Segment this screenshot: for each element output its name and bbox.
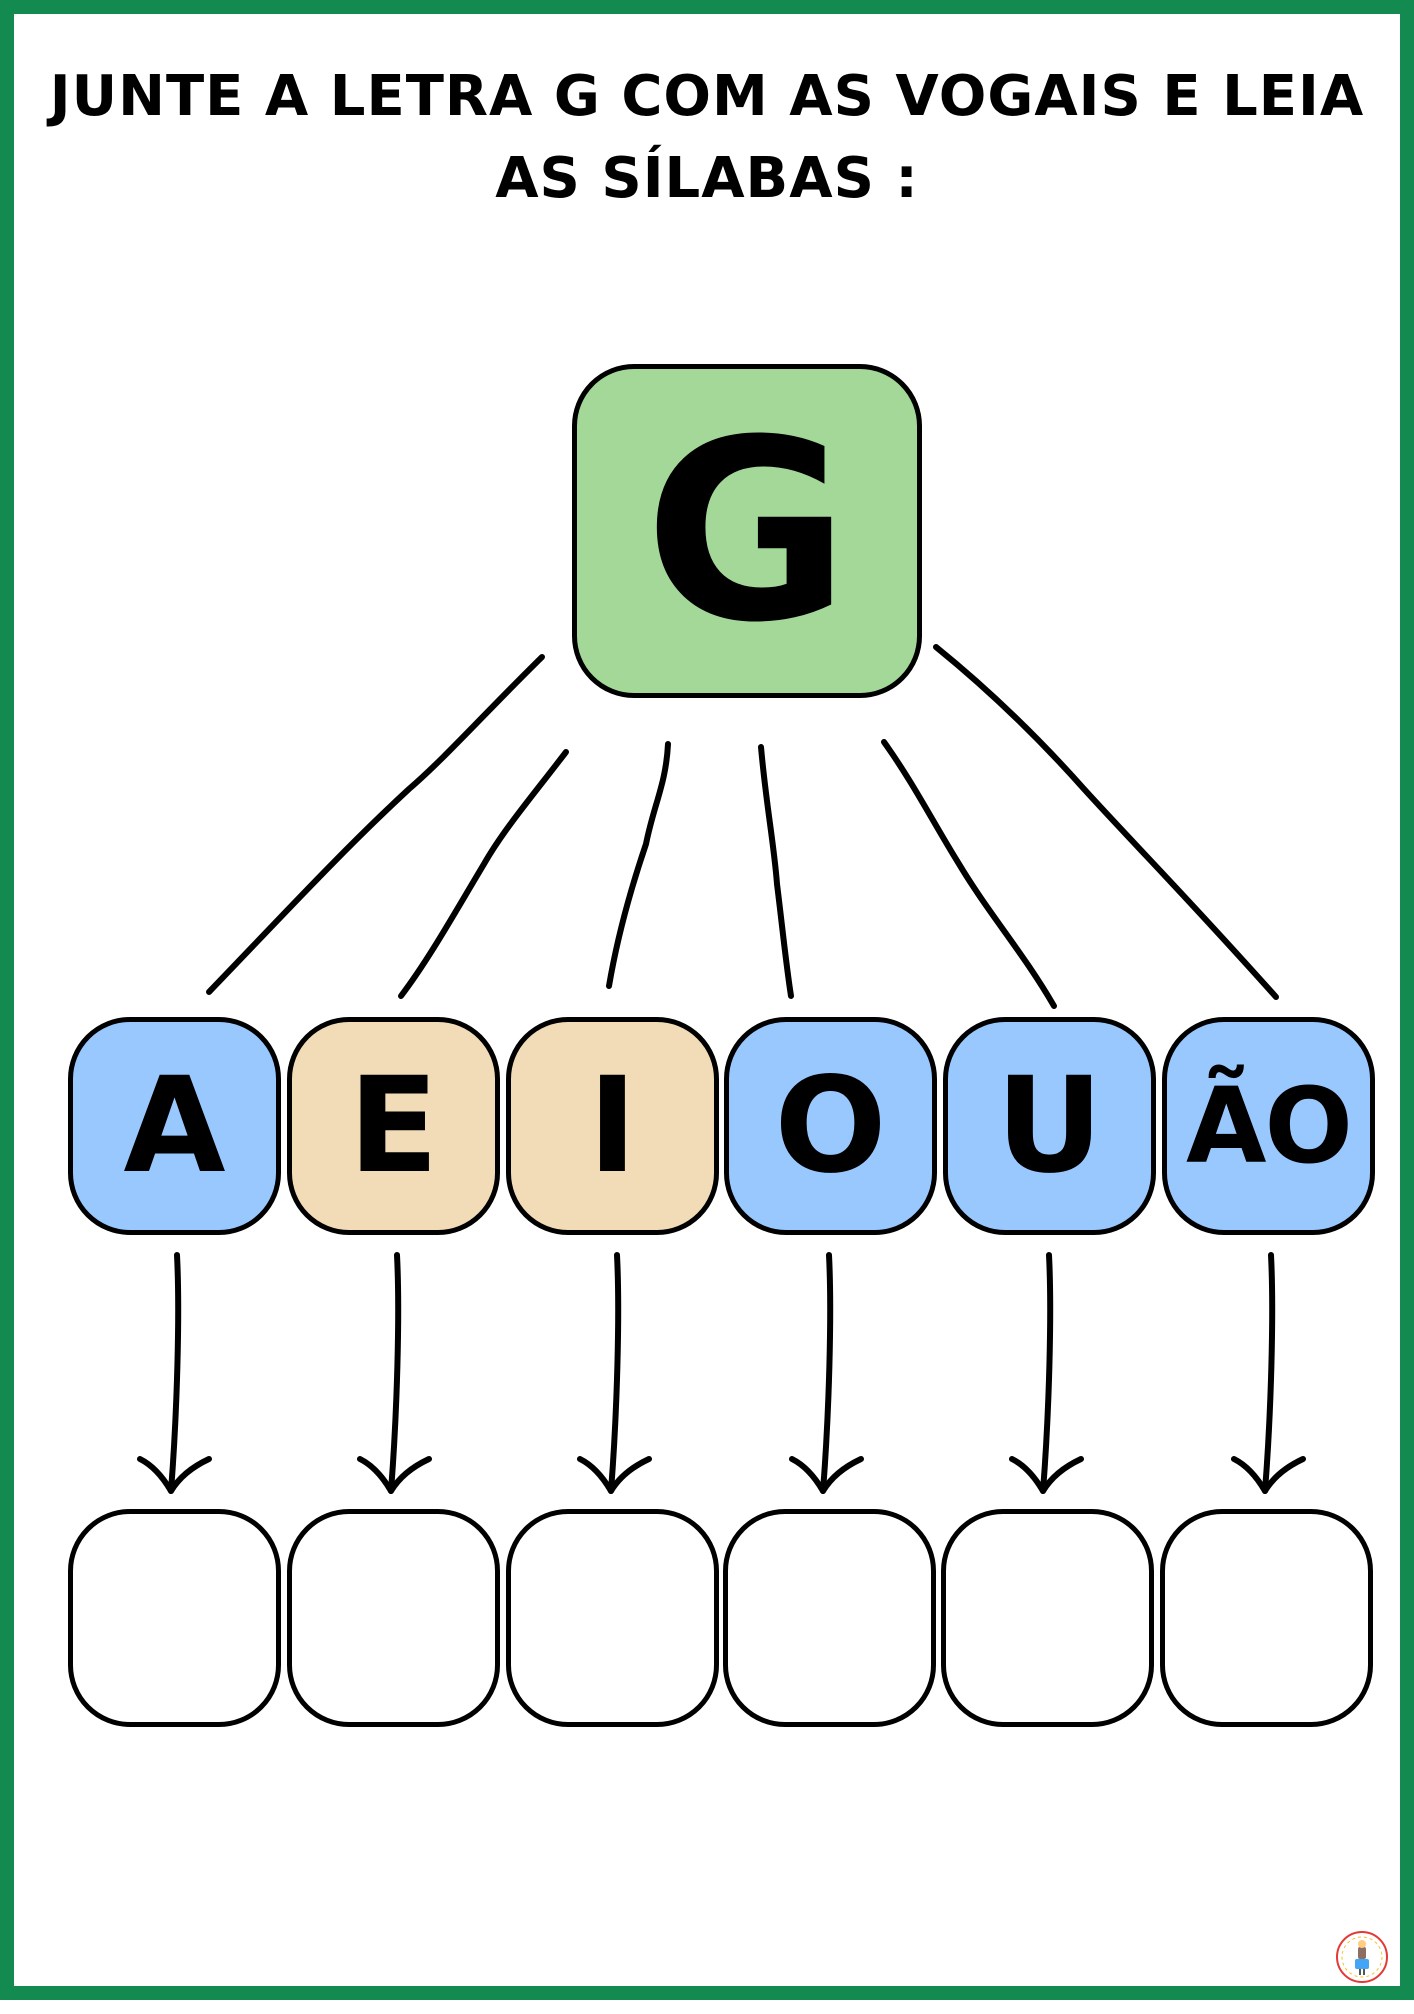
connector-line-o — [758, 744, 794, 999]
arrow-shaft-i — [608, 1252, 622, 1494]
vowel-card-u: U — [943, 1017, 1156, 1235]
arrow-shaft-o — [820, 1252, 834, 1494]
arrow-head-u — [1009, 1456, 1084, 1494]
arrow-head-a — [137, 1456, 212, 1494]
arrow-head-o — [789, 1456, 864, 1494]
arrow-shaft-ao — [1262, 1252, 1276, 1494]
arrow-shaft-u — [1040, 1252, 1054, 1494]
vowel-label: O — [774, 1049, 887, 1203]
vowel-card-a: A — [68, 1017, 281, 1235]
vowel-label: E — [348, 1049, 439, 1203]
answer-box-i[interactable] — [506, 1509, 719, 1727]
answer-box-a[interactable] — [68, 1509, 281, 1727]
consonant-card-g: G — [572, 364, 922, 698]
answer-box-u[interactable] — [941, 1509, 1154, 1727]
connector-line-u — [881, 739, 1057, 1009]
answer-box-e[interactable] — [287, 1509, 500, 1727]
connector-lines — [137, 644, 1306, 1494]
vowel-card-e: E — [287, 1017, 500, 1235]
vowel-label: I — [587, 1049, 638, 1203]
page-title: JUNTE A LETRA G COM AS VOGAIS E LEIA AS … — [49, 64, 1365, 211]
educa-aprender-logo-icon — [1336, 1931, 1388, 1983]
consonant-letter: G — [644, 385, 850, 677]
vowel-card-ao: ÃO — [1162, 1017, 1375, 1235]
vowel-label: ÃO — [1186, 1065, 1353, 1187]
vowel-label: A — [123, 1049, 226, 1203]
answer-box-ao[interactable] — [1160, 1509, 1373, 1727]
arrow-head-i — [577, 1456, 652, 1494]
answer-box-o[interactable] — [723, 1509, 936, 1727]
arrow-head-e — [357, 1456, 432, 1494]
vowel-card-o: O — [724, 1017, 937, 1235]
arrow-shaft-e — [388, 1252, 402, 1494]
connector-line-a — [206, 654, 545, 995]
vowel-label: U — [995, 1049, 1104, 1203]
connector-line-i — [606, 741, 671, 989]
arrow-shaft-a — [168, 1252, 182, 1494]
connector-line-e — [398, 749, 569, 999]
arrow-head-ao — [1231, 1456, 1306, 1494]
connector-line-ao — [933, 644, 1279, 1000]
vowel-card-i: I — [506, 1017, 719, 1235]
